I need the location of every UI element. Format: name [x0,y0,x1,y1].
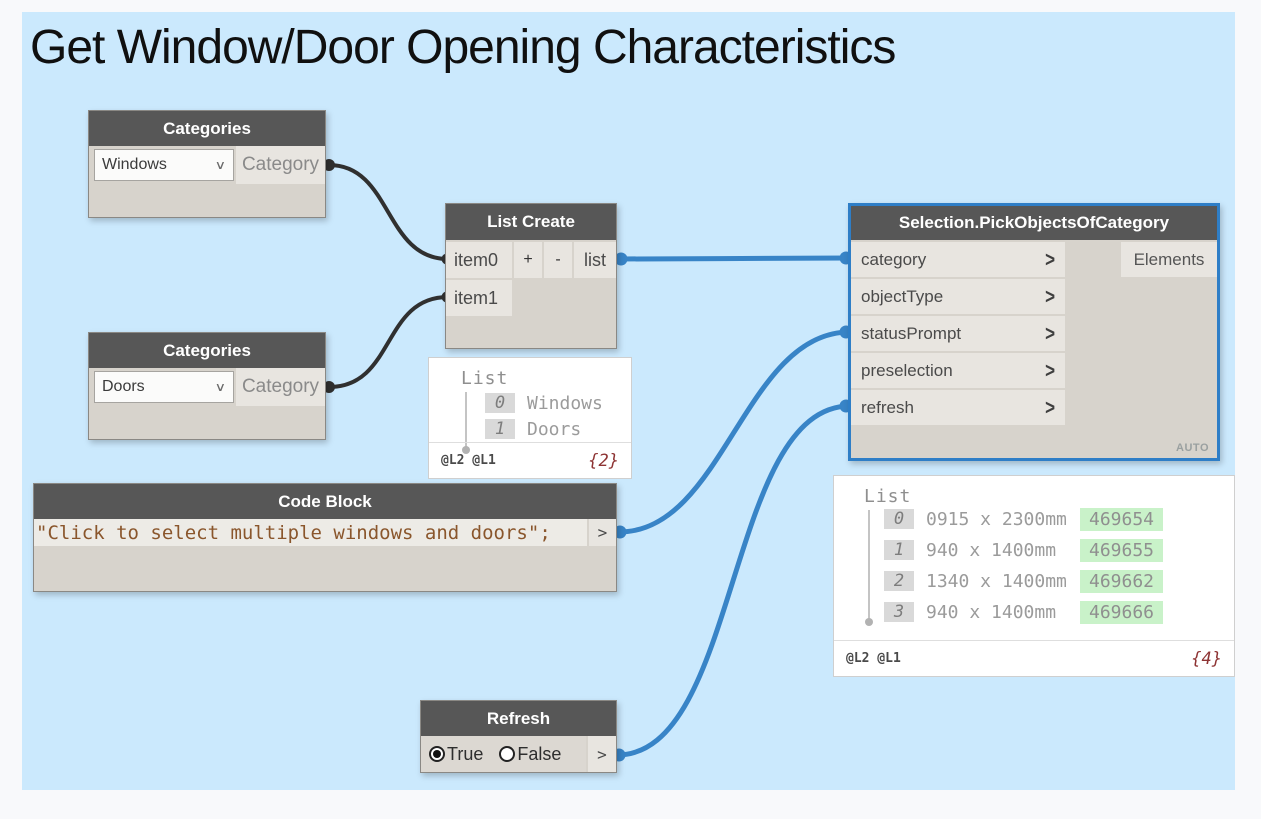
item-value: 1340 x 1400mm [926,570,1067,592]
node-selection-header[interactable]: Selection.PickObjectsOfCategory [851,206,1217,240]
index-badge: 0 [884,509,914,529]
item-value: Windows [527,392,603,414]
index-badge: 1 [485,419,515,439]
categories-doors-dropdown[interactable]: Doors ∨ [94,371,234,403]
preview-footer: @L2 @L1 {4} [834,640,1234,676]
categories-windows-dropdown-value: Windows [102,156,167,173]
code-block-code[interactable]: "Click to select multiple windows and do… [34,519,587,546]
wire-codeblock-to-statusprompt[interactable] [618,329,851,535]
list-item: 1 940 x 1400mm 469655 [884,538,1164,562]
node-categories-windows-header[interactable]: Categories [89,111,325,146]
port-category-input[interactable]: category > [851,242,1065,277]
port-category-output-windows[interactable]: Category [236,146,325,184]
categories-doors-dropdown-value: Doors [102,378,145,395]
node-refresh-header[interactable]: Refresh [421,701,616,736]
port-item1-input[interactable]: item1 [446,280,512,316]
port-item0-input[interactable]: item0 [446,242,512,278]
list-item: 0 Windows [485,392,603,414]
chevron-down-icon: ∨ [214,158,227,172]
index-badge: 2 [884,571,914,591]
tree-line [865,510,873,626]
node-selection-pickobjectsofcategory[interactable]: Selection.PickObjectsOfCategory category… [848,203,1220,461]
port-refresh-input[interactable]: refresh > [851,390,1065,425]
node-list-create-header[interactable]: List Create [446,204,616,240]
wire-doors-to-item1[interactable] [328,295,449,389]
element-id-badge: 469655 [1080,538,1164,562]
preview-root-label: List [864,486,912,507]
item-value: 0915 x 2300mm [926,508,1067,530]
list-item: 0 0915 x 2300mm 469654 [884,507,1164,531]
port-preselection-input[interactable]: preselection > [851,353,1065,388]
list-item: 1 Doors [485,418,581,440]
group-title[interactable]: Get Window/Door Opening Characteristics [30,21,896,74]
node-categories-doors-header[interactable]: Categories [89,333,325,368]
chevron-right-icon: > [1045,321,1055,345]
radio-false[interactable]: False [499,744,561,765]
wire-refresh-to-refresh[interactable] [616,403,851,758]
item-value: 940 x 1400mm [926,601,1057,623]
node-code-block[interactable]: Code Block "Click to select multiple win… [33,483,617,592]
node-refresh[interactable]: Refresh True False > [420,700,617,773]
index-badge: 3 [884,602,914,622]
radio-false-icon[interactable] [499,746,516,762]
chevron-right-icon: > [1045,247,1055,271]
port-elements-output[interactable]: Elements [1121,242,1217,277]
element-id-badge: 469666 [1080,600,1164,624]
node-categories-windows[interactable]: Categories Windows ∨ Category [88,110,326,218]
preview-footer: @L2 @L1 {2} [429,442,631,478]
port-statusprompt-input[interactable]: statusPrompt > [851,316,1065,351]
categories-windows-dropdown[interactable]: Windows ∨ [94,149,234,181]
port-objecttype-input[interactable]: objectType > [851,279,1065,314]
port-nub-doors-category[interactable] [323,381,335,393]
remove-input-button[interactable]: - [544,242,572,278]
count-label: {4} [1191,648,1222,669]
add-input-button[interactable]: + [514,242,542,278]
levels-label: @L2 @L1 [846,651,901,666]
list-item: 2 1340 x 1400mm 469662 [884,569,1164,593]
radio-true[interactable]: True [429,744,483,765]
node-code-block-header[interactable]: Code Block [34,484,616,519]
chevron-right-icon: > [1045,284,1055,308]
port-nub-windows-category[interactable] [323,159,335,171]
port-list-output[interactable]: list [574,242,616,278]
count-label: {2} [588,450,619,471]
index-badge: 1 [884,540,914,560]
preview-bubble-elements: List 0 0915 x 2300mm 469654 1 940 x 1400… [833,475,1235,677]
chevron-right-icon: > [1045,395,1055,419]
list-item: 3 940 x 1400mm 469666 [884,600,1164,624]
port-nub-list-out[interactable] [614,252,628,266]
chevron-right-icon: > [1045,358,1055,382]
tree-line [462,392,470,454]
preview-bubble-list: List 0 Windows 1 Doors @L2 @L1 {2} [428,357,632,479]
node-categories-doors[interactable]: Categories Doors ∨ Category [88,332,326,440]
item-value: Doors [527,418,582,440]
index-badge: 0 [485,393,515,413]
port-refreshnode-output[interactable]: > [588,736,616,772]
element-id-badge: 469662 [1080,569,1164,593]
preview-root-label: List [461,368,509,389]
element-id-badge: 469654 [1080,507,1164,531]
lacing-indicator[interactable]: AUTO [1176,442,1209,454]
item-value: 940 x 1400mm [926,539,1057,561]
wire-list-to-category[interactable] [619,255,851,262]
levels-label: @L2 @L1 [441,453,496,468]
chevron-down-icon: ∨ [214,380,227,394]
port-codeblock-output[interactable]: > [589,519,616,546]
wire-windows-to-item0[interactable] [328,163,449,261]
radio-true-icon[interactable] [429,746,445,762]
node-list-create[interactable]: List Create item0 + - list item1 [445,203,617,349]
port-category-output-doors[interactable]: Category [236,368,325,406]
